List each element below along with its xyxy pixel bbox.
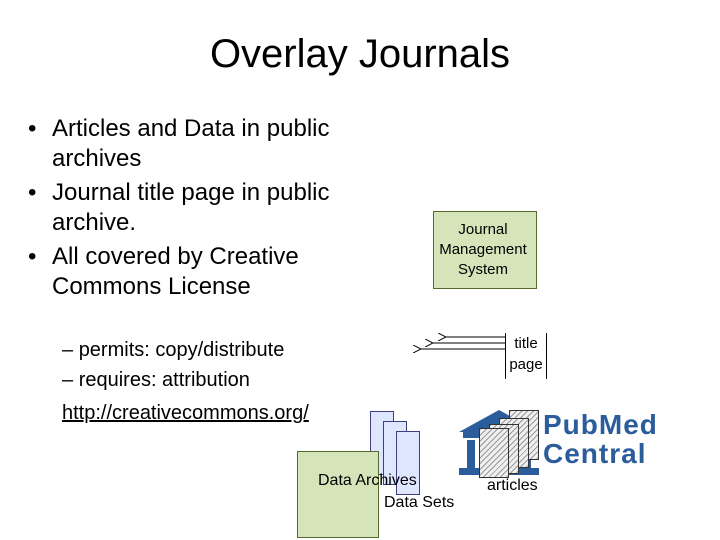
slide-title: Overlay Journals [209,32,511,76]
articles-label: articles [487,477,538,494]
journal-management-box: Journal Management System [433,211,537,289]
pubmed-central-logo: PubMed Central [455,402,677,479]
sub-bullet-text: requires: attribution [78,369,250,391]
data-set-document-icon [396,431,420,495]
bullet-item: • Articles and Data in public archives [28,114,398,174]
creative-commons-link[interactable]: http://creativecommons.org/ [62,402,309,424]
sub-bullet-item: – requires: attribution [62,365,392,395]
data-sets-label: Data Sets [384,494,455,511]
sub-bullet-list: – permits: copy/distribute – requires: a… [62,335,392,395]
bullet-dot-icon: • [28,243,37,270]
bullet-list: • Articles and Data in public archives • J… [28,114,398,306]
bullet-text: Journal title page in public archive. [52,179,330,236]
bullet-item: • Journal title page in public archive. [28,178,398,238]
bullet-dot-icon: • [28,179,37,206]
bullet-text: Articles and Data in public archives [52,115,330,172]
journal-management-label: Journal Management System [439,221,527,278]
pubmed-central-logo-text: PubMed Central [543,409,658,469]
data-label: Data Archives [318,472,417,489]
dash-icon: – [62,339,79,361]
dash-icon: – [62,369,79,391]
article-document-icon [479,428,509,478]
sub-bullet-text: permits: copy/distribute [78,339,285,361]
sub-bullet-item: – permits: copy/distribute [62,335,392,365]
bullet-text: All covered by Creative Commons License [52,243,299,300]
bullet-dot-icon: • [28,115,37,142]
data-archives-box [297,451,379,538]
bullet-item: • All covered by Creative Commons License [28,242,398,302]
title-page-label: title page [505,333,547,379]
